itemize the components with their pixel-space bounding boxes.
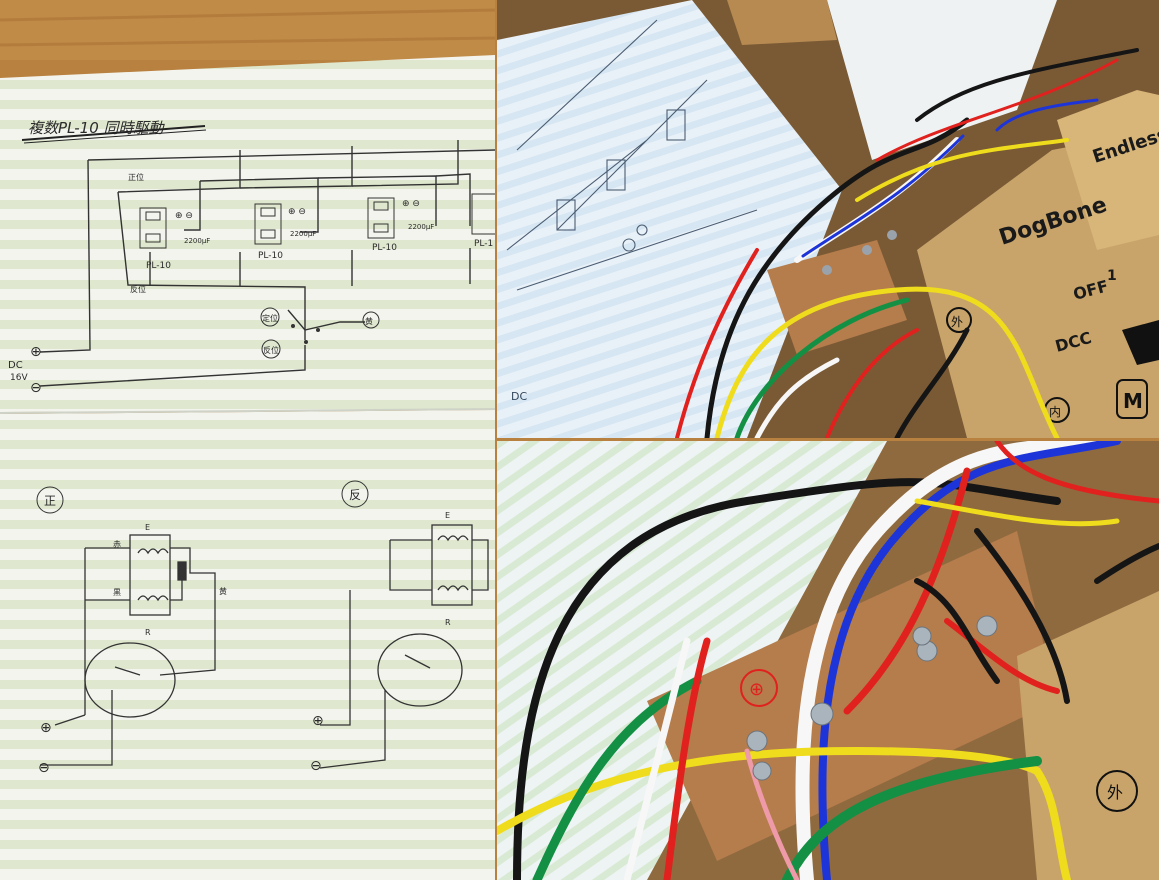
coil-e-mark-left: E (145, 523, 150, 532)
switch-common-label: 黄 (365, 316, 373, 326)
switch-reverse-circle (261, 339, 281, 359)
pl10-unit-4: PL-1 (471, 193, 495, 249)
reverse-position-mark: 反位 (130, 284, 146, 294)
diagram-badge-reverse: 反 (349, 488, 361, 502)
normal-position-mark: 正位 (128, 172, 144, 182)
coil-black-mark: 黒 (113, 588, 121, 597)
pl10-label-2: PL-10 (258, 251, 283, 261)
cap-polarity-2: ⊕ ⊖ (288, 207, 306, 217)
sketch-wiring (39, 140, 495, 387)
coil-r-mark-right: R (445, 618, 451, 627)
blue-diagram-paper (497, 0, 842, 438)
cap-label-3: 2200μF (408, 223, 434, 231)
pl10-unit-1: PL-10 2200μF ⊕ ⊖ (139, 207, 210, 271)
switch-box-canvas: DC DogBone Endless OFF 1 DCC M 外 内 (497, 0, 1159, 438)
dc-minus-terminal: ⊖ (30, 380, 42, 396)
pl10-unit-3: PL-10 2200μF ⊕ ⊖ (367, 197, 434, 253)
wire-bundle-closeup (497, 441, 1159, 880)
lower-diagram-right (319, 524, 489, 769)
wire-bundle-top (675, 48, 1139, 438)
lower-diagram-left (40, 534, 216, 766)
lower-minus-left: ⊖ (38, 760, 50, 776)
cap-label-1: 2200μF (184, 237, 210, 245)
cap-polarity-3: ⊕ ⊖ (402, 199, 420, 209)
switch-box-photo: DC DogBone Endless OFF 1 DCC M 外 内 (497, 0, 1159, 438)
second-paper (827, 0, 1057, 160)
switch-reverse-label: 反位 (263, 345, 279, 355)
wire-closeup-photo: ⊕ 外 (497, 441, 1159, 880)
coil-r-mark-left: R (145, 628, 151, 637)
pl10-label-1: PL-10 (146, 261, 171, 271)
dc-plus-terminal: ⊕ (30, 344, 42, 360)
pl10-label-4: PL-1 (474, 239, 493, 249)
lower-plus-right: ⊕ (312, 713, 324, 729)
box-sticker-inner: 内 (1049, 405, 1061, 419)
pl10-unit-2: PL-10 2200μF ⊕ ⊖ (254, 203, 316, 261)
paper-sheet-top (0, 55, 495, 412)
pl10-label-3: PL-10 (372, 243, 397, 253)
switch-normal-circle (260, 307, 280, 327)
wire-yellow-mark: 黄 (219, 586, 227, 596)
circuit-sketch-canvas: 複数PL-10 同時駆動 (0, 0, 495, 880)
wire-terminals (746, 615, 998, 781)
toggle-switch-knob (1122, 320, 1159, 365)
box-sticker-outer: 外 (951, 315, 963, 329)
cap-polarity-1: ⊕ ⊖ (175, 211, 193, 221)
paper-sheet-bottom (0, 410, 495, 880)
diagram-badge-normal: 正 (44, 494, 56, 508)
coil-e-mark-right: E (445, 511, 450, 520)
paper-dc-label: DC (511, 390, 527, 403)
dc-label: DC (8, 360, 23, 371)
motor-label: M (1123, 389, 1143, 413)
lower-minus-right: ⊖ (310, 758, 322, 774)
lower-plus-left: ⊕ (40, 720, 52, 736)
board-plus-mark: ⊕ (749, 679, 764, 700)
switch-normal-label: 定位 (262, 313, 278, 323)
closeup-box-sticker: 外 (1107, 783, 1123, 802)
switch-on-label: 1 (1107, 268, 1117, 284)
voltage-label: 16V (10, 373, 28, 383)
wire-closeup-canvas: ⊕ 外 (497, 441, 1159, 880)
circuit-sketch-photo: 複数PL-10 同時駆動 (0, 0, 495, 880)
coil-red-mark: 赤 (113, 540, 121, 549)
cap-label-2: 2200μF (290, 230, 316, 238)
